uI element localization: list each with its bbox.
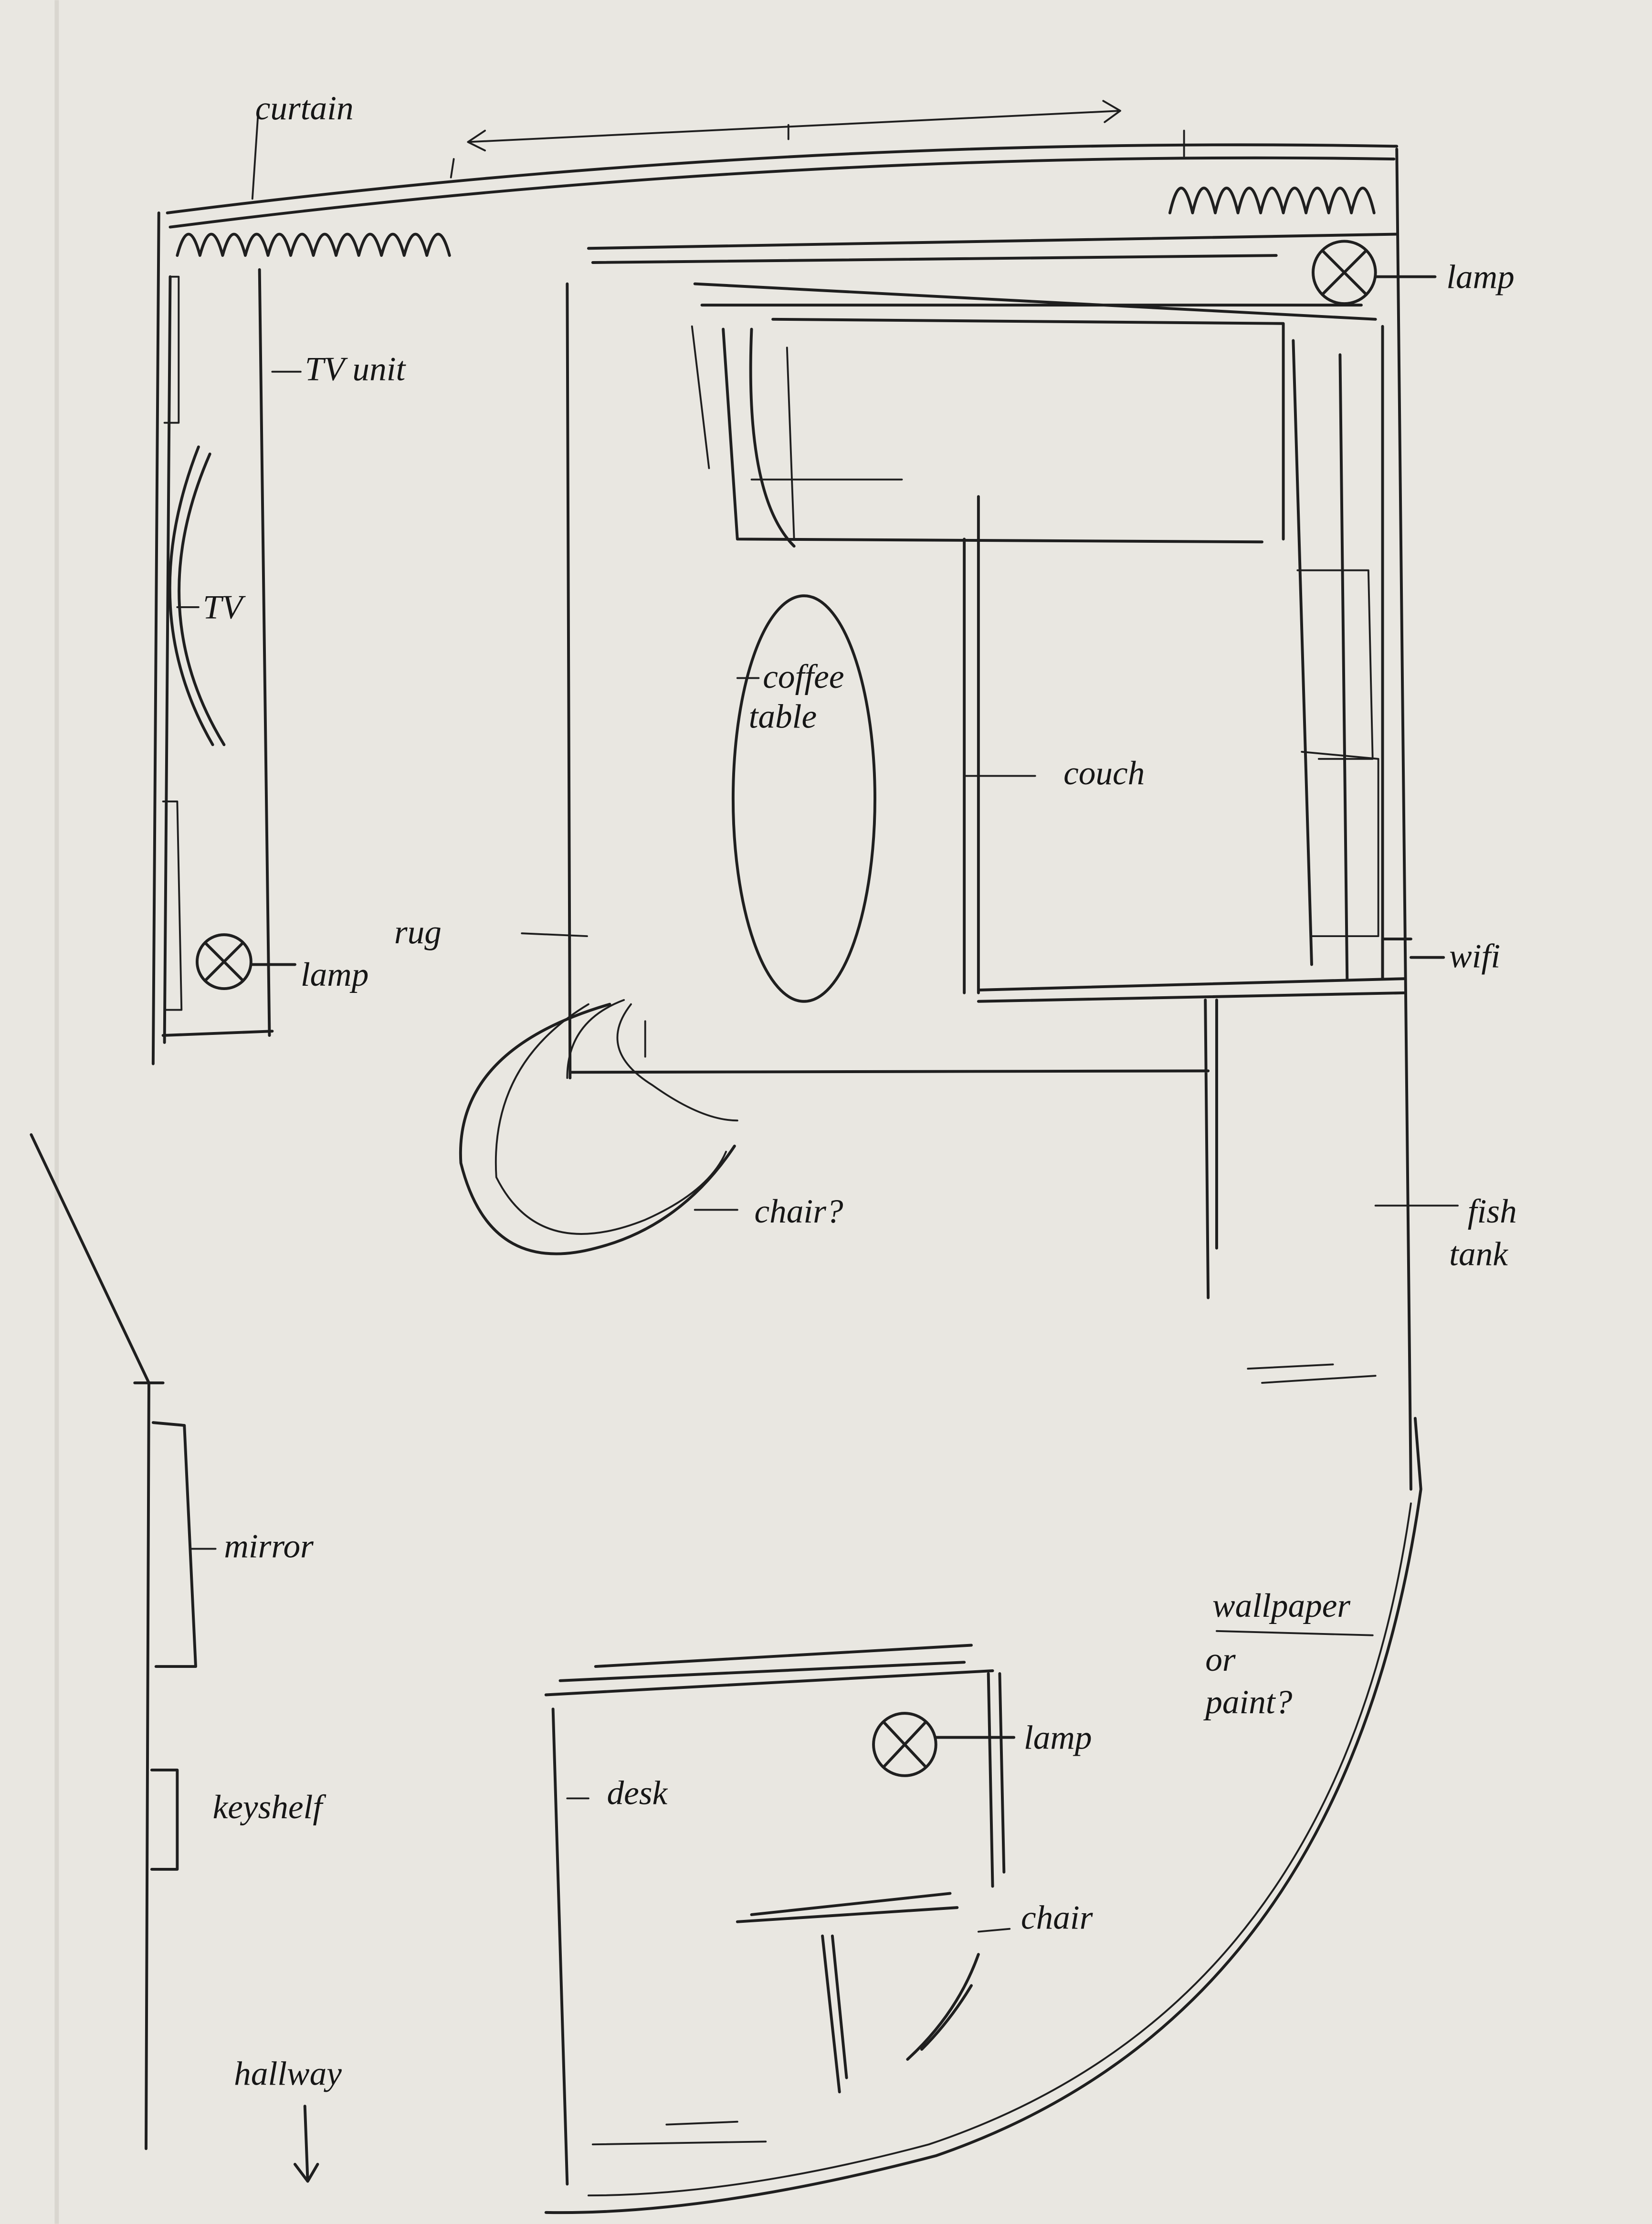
keyshelf-label: keyshelf <box>213 1788 327 1826</box>
tv <box>168 445 226 747</box>
wallpaper-leader <box>1216 1630 1374 1636</box>
lamp-left-icon <box>195 933 296 991</box>
curved-wall <box>544 1417 1422 2214</box>
curtain-rod <box>166 100 1399 229</box>
right-wall <box>1395 148 1412 1491</box>
wallpaper-label-2: or <box>1205 1641 1236 1678</box>
fish-tank-label-2: tank <box>1449 1235 1508 1273</box>
hallway-label: hallway <box>234 2055 342 2092</box>
fish-tank-label-1: fish <box>1468 1192 1517 1230</box>
rug <box>521 232 1399 1299</box>
lamp-top-right-label: lamp <box>1446 258 1515 295</box>
wifi-router <box>1381 938 1445 980</box>
lamp-desk-icon <box>872 1712 1016 1777</box>
desk <box>544 1644 1006 2186</box>
tv-unit <box>151 211 274 1065</box>
mirror-label: mirror <box>224 1527 314 1565</box>
tv-unit-label: TV unit <box>305 350 407 388</box>
tv-label: TV <box>203 589 246 626</box>
desk-chair <box>736 1892 1011 2094</box>
hallway-arrow-icon <box>293 2105 319 2183</box>
chair-label: chair <box>1021 1899 1093 1937</box>
desk-label: desk <box>607 1774 668 1812</box>
coffee-table <box>731 594 876 1003</box>
tv-leaders <box>176 370 302 608</box>
coffee-table-label-2: table <box>749 697 817 735</box>
wifi-label: wifi <box>1449 937 1500 975</box>
curved-wall-inner <box>587 1502 1412 2197</box>
chair-question-label: chair? <box>754 1192 843 1230</box>
armchair <box>459 999 738 1255</box>
wallpaper-label-1: wallpaper <box>1212 1587 1350 1624</box>
lamp-top-right-icon <box>1312 240 1437 306</box>
curtain-left <box>176 232 451 257</box>
coffee-table-label-1: coffee <box>763 658 844 696</box>
rug-label: rug <box>394 913 442 951</box>
curtain-right <box>1168 187 1376 214</box>
fish-tank <box>1247 1204 1459 1384</box>
couch-label: couch <box>1063 754 1145 792</box>
hallway-wall <box>30 1133 165 2150</box>
wallpaper-label-3: paint? <box>1203 1683 1293 1721</box>
mirror <box>151 1421 197 1668</box>
curtain-label: curtain <box>255 89 354 127</box>
lamp-desk-label: lamp <box>1024 1718 1092 1756</box>
keyshelf <box>150 1768 179 1871</box>
couch <box>691 282 1406 1003</box>
lamp-left-label: lamp <box>301 956 369 993</box>
